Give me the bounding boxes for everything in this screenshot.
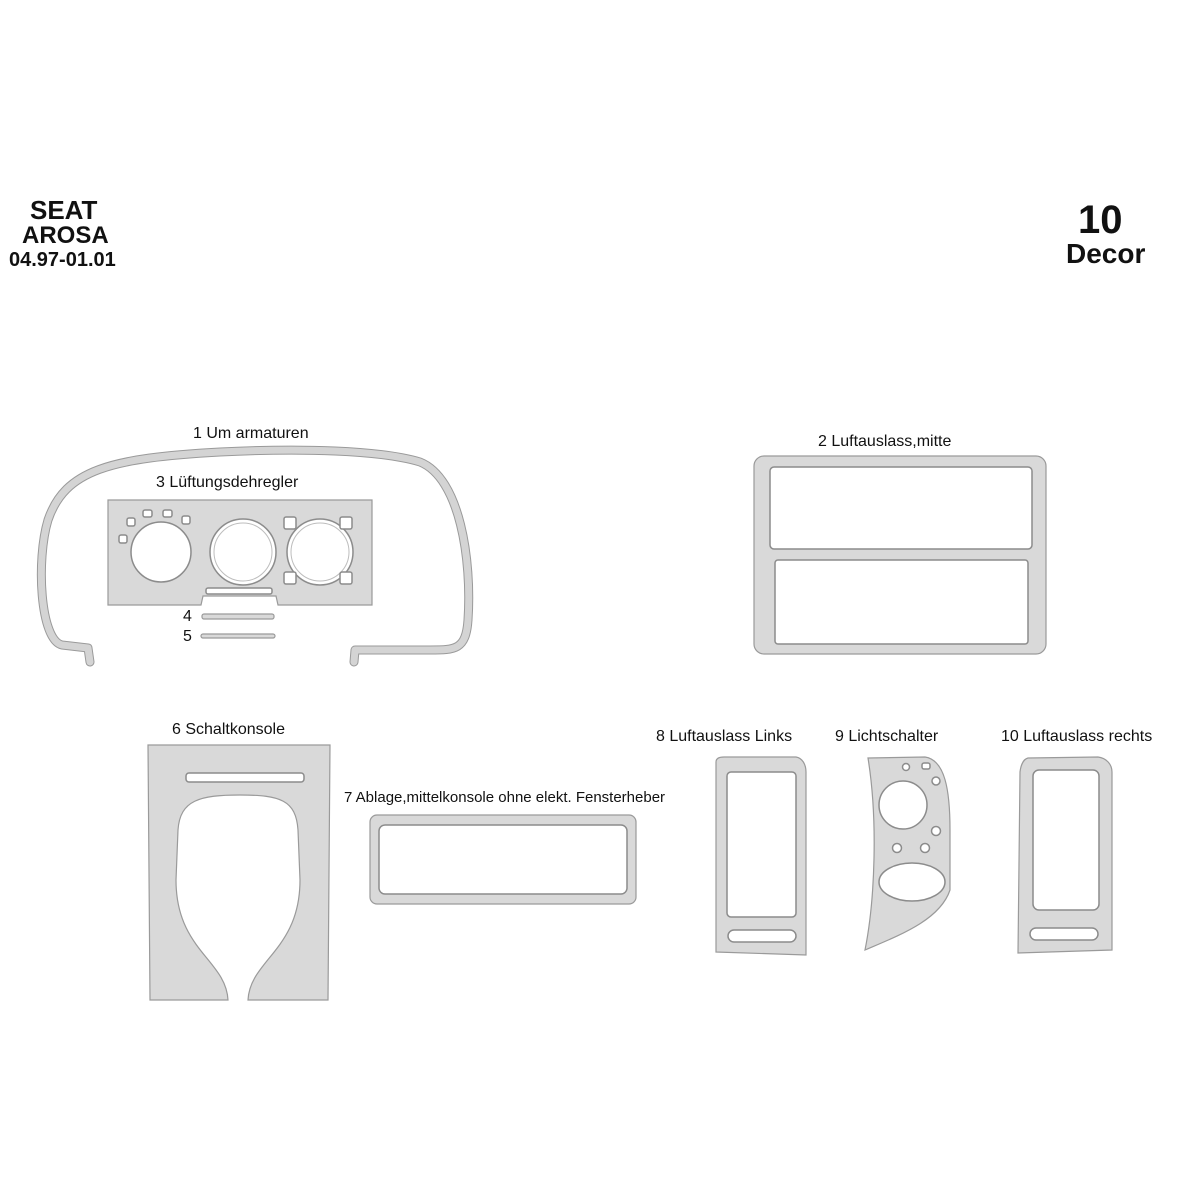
model-title: AROSA <box>22 222 109 249</box>
part-3-vent-control-plate <box>107 499 373 606</box>
part-4-strip <box>201 613 275 620</box>
piece-count: 10 <box>1078 198 1123 242</box>
part-label-1: 1 Um armaturen <box>193 425 309 442</box>
year-range: 04.97-01.01 <box>9 249 116 271</box>
part-label-8: 8 Luftauslass Links <box>656 728 793 745</box>
part-label-3: 3 Lüftungsdehregler <box>156 474 299 491</box>
brand-title: SEAT <box>30 195 98 225</box>
part-10-right-vent-frame <box>1017 756 1113 954</box>
part-6-shift-console <box>147 744 331 1001</box>
part-5-strip <box>200 633 276 639</box>
kit-type: Decor <box>1066 238 1146 269</box>
part-label-6: 6 Schaltkonsole <box>172 721 285 738</box>
part-label-10: 10 Luftauslass rechts <box>1001 728 1153 745</box>
part-9-light-switch-panel <box>864 756 951 952</box>
part-label-5: 5 <box>183 628 192 645</box>
part-8-left-vent-frame <box>715 756 807 956</box>
part-label-4: 4 <box>183 608 192 625</box>
part-label-9: 9 Lichtschalter <box>835 728 939 745</box>
part-label-7: 7 Ablage,mittelkonsole ohne elekt. Fenst… <box>344 789 666 806</box>
part-2-center-vent-frame <box>753 455 1047 655</box>
part-1-instrument-surround <box>36 445 474 667</box>
part-7-console-tray-frame <box>369 814 637 905</box>
part-label-2: 2 Luftauslass,mitte <box>818 433 952 450</box>
